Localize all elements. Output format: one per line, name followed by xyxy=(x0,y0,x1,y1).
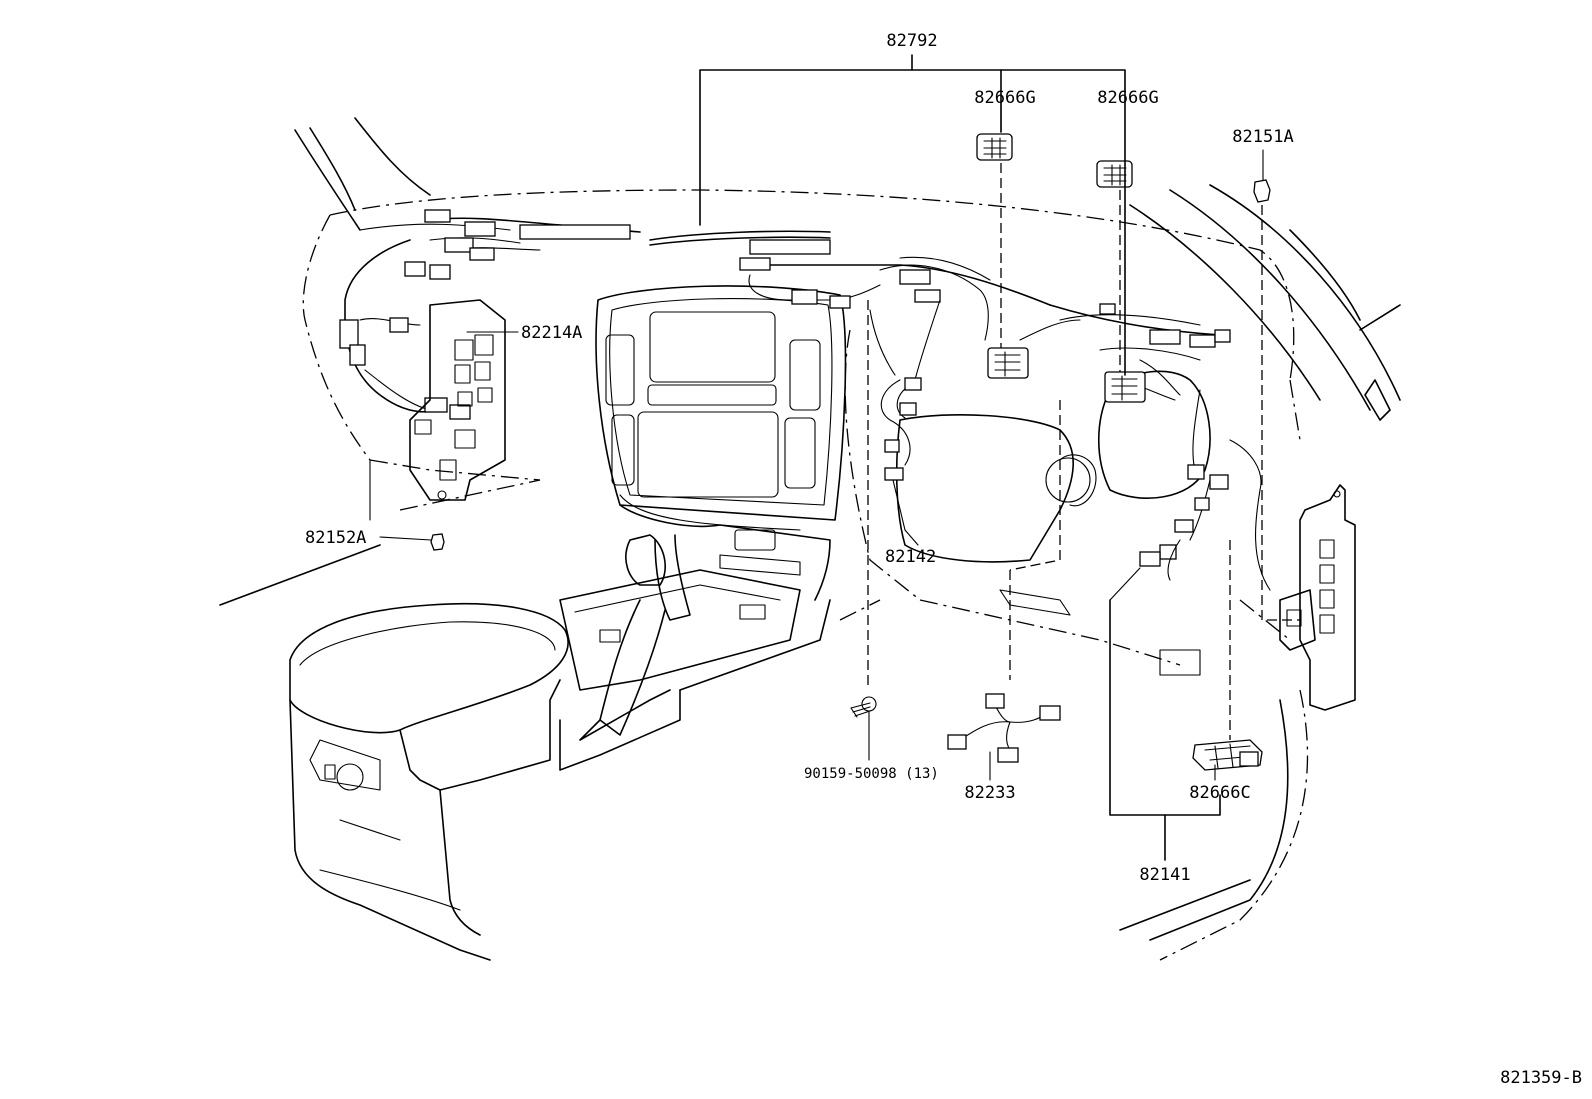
label-82141: 82141 xyxy=(1139,865,1190,885)
leader-lines xyxy=(867,163,1300,740)
dashboard-outline xyxy=(302,189,1301,666)
label-82666g-right: 82666G xyxy=(1097,88,1158,108)
diagram-reference: 821359-B xyxy=(1500,1068,1582,1088)
right-dash xyxy=(895,370,1211,676)
center-stack xyxy=(595,285,847,601)
label-90159-50098: 90159-50098 (13) xyxy=(804,766,939,782)
part-labels: 82792 82666G 82666G 82151A 82214A 82152A… xyxy=(305,31,1582,1088)
label-82152a: 82152A xyxy=(305,528,366,548)
junction-block-right xyxy=(1279,484,1356,711)
body-outline xyxy=(219,117,1401,961)
label-82214a: 82214A xyxy=(521,323,582,343)
label-82142: 82142 xyxy=(885,547,936,567)
shift-console xyxy=(559,534,831,771)
label-82233: 82233 xyxy=(964,783,1015,803)
relay-block-82214a xyxy=(409,299,506,501)
label-82792: 82792 xyxy=(886,31,937,51)
label-82666c: 82666C xyxy=(1189,783,1250,803)
label-82151a: 82151A xyxy=(1232,127,1293,147)
label-82666g-left: 82666G xyxy=(974,88,1035,108)
harness-82792 xyxy=(339,209,1271,591)
armrest-console xyxy=(289,602,569,961)
small-parts xyxy=(430,133,1271,771)
callout-lines xyxy=(369,54,1264,861)
